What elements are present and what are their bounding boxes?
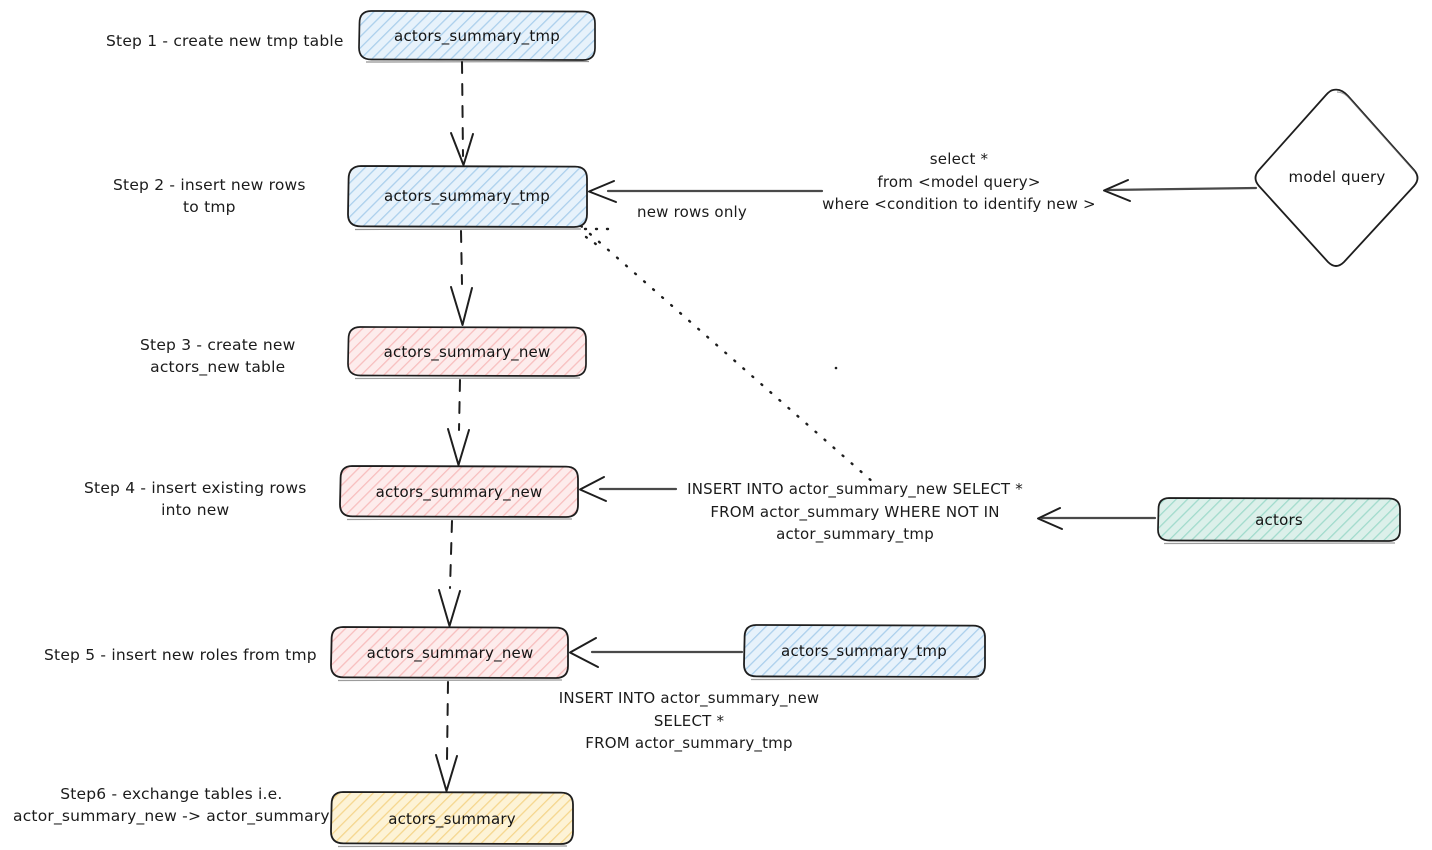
node-model-query[interactable]	[1254, 88, 1419, 267]
edge-label-insert-new-sql: INSERT INTO actor_summary_new SELECT * F…	[558, 689, 820, 752]
node-actors-summary-new-step5[interactable]	[330, 626, 569, 682]
edge-tmp-to-step5	[569, 637, 744, 668]
step-label-1: Step 1 - create new tmp table	[106, 32, 344, 50]
node-actors-summary-step6[interactable]	[330, 791, 574, 848]
edge-label-insert-existing-sql: INSERT INTO actor_summary_new SELECT * F…	[687, 480, 1023, 543]
edge-step2-to-step3	[450, 230, 473, 326]
edge-step5-to-step6	[435, 681, 458, 792]
node-actors-summary-new-step3[interactable]	[347, 326, 587, 380]
edge-label-new-rows-only: new rows only	[637, 203, 747, 221]
node-actors-summary-tmp-step5-source[interactable]	[743, 624, 986, 681]
node-actors-summary-tmp-step1[interactable]	[358, 10, 596, 63]
node-actors[interactable]	[1157, 497, 1401, 545]
edge-step1-to-step2	[450, 61, 474, 166]
edge-step4-to-step5	[438, 520, 461, 627]
edge-step2-dotted-to-step4-note	[579, 224, 876, 485]
node-actors-summary-tmp-step2[interactable]	[347, 165, 588, 231]
step-label-5: Step 5 - insert new roles from tmp	[44, 646, 317, 664]
node-actors-summary-new-step4[interactable]	[339, 465, 579, 521]
step-label-3: Step 3 - create new actors_new table	[140, 336, 296, 377]
step-label-2: Step 2 - insert new rows to tmp	[113, 176, 306, 217]
step-label-6: Step6 - exchange tables i.e. actor_summa…	[13, 785, 330, 826]
edge-step3-to-step4	[447, 379, 470, 466]
step-label-4: Step 4 - insert existing rows into new	[84, 479, 307, 520]
edge-label-model-query-sql: select * from <model query> where <condi…	[822, 150, 1096, 213]
edge-model-query-to-step2	[588, 179, 1258, 203]
edge-actors-to-step4	[579, 476, 1157, 530]
